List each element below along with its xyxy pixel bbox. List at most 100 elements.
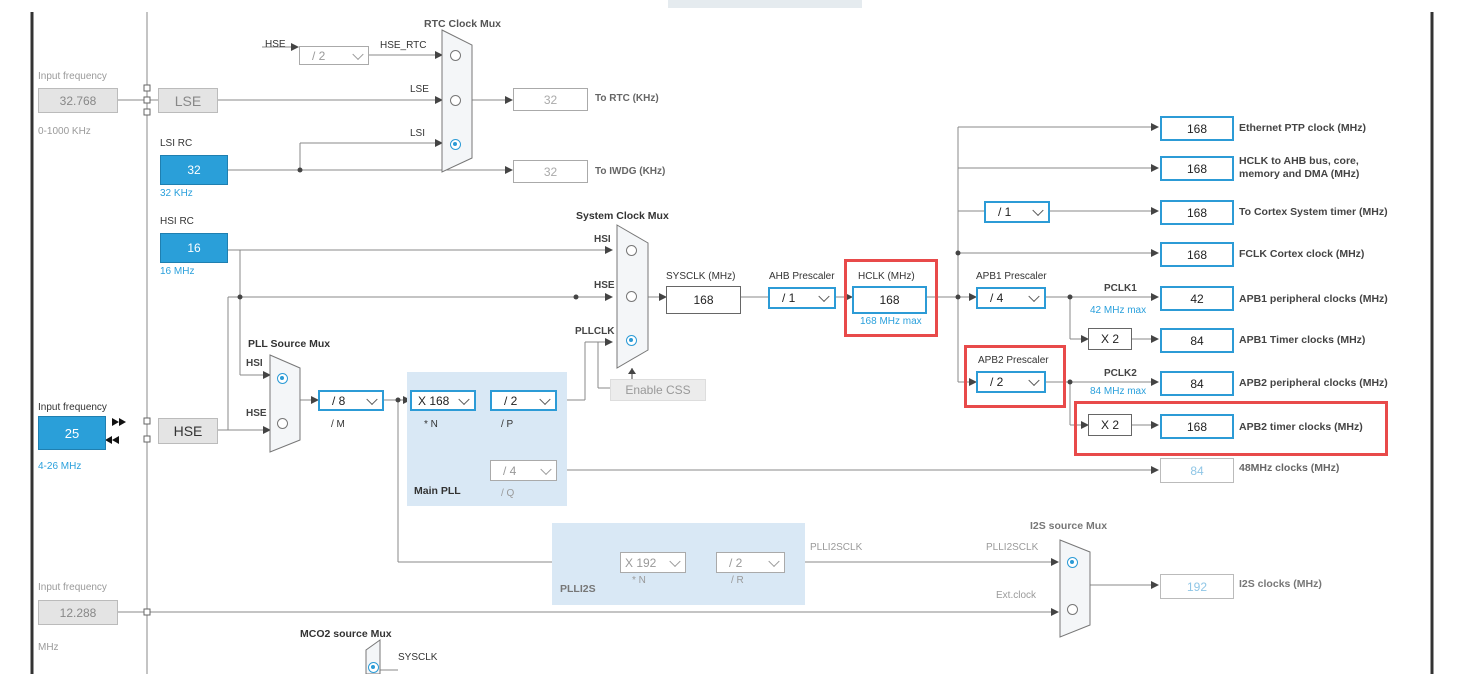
chevron-down-icon <box>818 290 830 303</box>
ahb-prescaler-value: / 1 <box>782 291 796 305</box>
hclk-highlight <box>844 259 938 337</box>
apb2-timer-multiplier: X 2 <box>1088 414 1132 436</box>
apb2-prescaler-select[interactable]: / 2 <box>976 371 1046 393</box>
plli2s-n-select[interactable]: X 192 <box>620 552 686 573</box>
chevron-down-icon <box>1032 204 1044 217</box>
rtc-lsi-label: LSI <box>410 128 426 139</box>
ethernet-ptp-clock-label: Ethernet PTP clock (MHz) <box>1239 122 1366 134</box>
i2s-mux-radio-plli2s[interactable] <box>1067 557 1078 568</box>
hsi-unit: 16 MHz <box>160 266 195 277</box>
pllq-select[interactable]: / 4 <box>490 460 557 481</box>
chevron-down-icon <box>366 393 378 405</box>
apb2-peripheral-label: APB2 peripheral clocks (MHz) <box>1239 377 1388 389</box>
hsi-title: HSI RC <box>160 216 194 227</box>
plli2s-r-label: / R <box>731 575 744 586</box>
pllp-value: / 2 <box>504 393 518 408</box>
clk48-value: 84 <box>1160 458 1234 483</box>
pllq-label: / Q <box>501 488 515 499</box>
rtc-hse-divider[interactable]: / 2 <box>299 46 369 65</box>
apb1-timer-value[interactable]: 84 <box>1160 328 1234 353</box>
system-mux-title: System Clock Mux <box>576 210 669 222</box>
apb2-prescaler-highlight <box>964 345 1066 408</box>
sys-mux-radio-hsi[interactable] <box>626 245 637 256</box>
pclk2-label: PCLK2 <box>1104 368 1137 379</box>
apb1-timer-label: APB1 Timer clocks (MHz) <box>1239 334 1366 346</box>
fclk-cortex-label: FCLK Cortex clock (MHz) <box>1239 248 1365 260</box>
enable-css-button[interactable]: Enable CSS <box>610 379 706 401</box>
chevron-down-icon <box>352 48 364 60</box>
lsi-title: LSI RC <box>160 138 193 149</box>
pclk1-max: 42 MHz max <box>1090 305 1147 316</box>
chevron-down-icon <box>669 555 681 567</box>
i2s-input-frequency[interactable]: 12.288 <box>38 600 118 625</box>
rtc-output-value: 32 <box>513 88 588 111</box>
apb2-timer-value[interactable]: 168 <box>1160 414 1234 439</box>
hse-range: 4-26 MHz <box>38 461 82 472</box>
plli2s-n-label: * N <box>632 575 646 586</box>
hse-block: HSE <box>158 418 218 444</box>
rtc-output-label: To RTC (KHz) <box>595 93 659 104</box>
fclk-cortex-value[interactable]: 168 <box>1160 242 1234 267</box>
sys-mux-pllclk-label: PLLCLK <box>575 326 615 337</box>
pll-mux-radio-hsi[interactable] <box>277 373 288 384</box>
chevron-down-icon <box>768 555 780 567</box>
hclk-ahb-label: HCLK to AHB bus, core, memory and DMA (M… <box>1239 155 1360 179</box>
mco2-mux-title: MCO2 source Mux <box>300 628 392 640</box>
apb2-timer-highlight <box>1074 401 1388 456</box>
pllq-value: / 4 <box>503 463 517 478</box>
cortex-system-timer-value[interactable]: 168 <box>1160 200 1234 225</box>
plln-value: X 168 <box>418 393 450 408</box>
apb2-peripheral-value[interactable]: 84 <box>1160 371 1234 396</box>
iwdg-output-label: To IWDG (KHz) <box>595 166 666 177</box>
sysclk-caption: SYSCLK (MHz) <box>666 271 736 282</box>
hclk-value[interactable]: 168 <box>852 286 927 314</box>
apb1-peripheral-value[interactable]: 42 <box>1160 286 1234 311</box>
hse-input-frequency[interactable]: 25 <box>38 416 106 450</box>
hclk-ahb-value[interactable]: 168 <box>1160 156 1234 181</box>
rtc-mux-radio-hse[interactable] <box>450 50 461 61</box>
sys-mux-hse-label: HSE <box>594 280 615 291</box>
plln-select[interactable]: X 168 <box>410 390 476 411</box>
lsi-value: 32 <box>160 155 228 185</box>
pllp-select[interactable]: / 2 <box>490 390 557 411</box>
rtc-mux-radio-lsi[interactable] <box>450 139 461 150</box>
lse-block: LSE <box>158 88 218 113</box>
i2s-clock-label: I2S clocks (MHz) <box>1239 578 1322 590</box>
pllp-label: / P <box>501 419 514 430</box>
apb2-prescaler-value: / 2 <box>990 375 1004 389</box>
i2s-mux-plli2sclk-label: PLLI2SCLK <box>986 542 1039 553</box>
ethernet-ptp-clock-value[interactable]: 168 <box>1160 116 1234 141</box>
apb1-peripheral-label: APB1 peripheral clocks (MHz) <box>1239 293 1388 305</box>
rtc-mux-title: RTC Clock Mux <box>424 18 502 30</box>
pllm-label: / M <box>331 419 345 430</box>
plli2s-title: PLLI2S <box>560 583 596 595</box>
i2s-mux-radio-ext[interactable] <box>1067 604 1078 615</box>
cortex-timer-divider-select[interactable]: / 1 <box>984 201 1050 223</box>
mco2-radio-sysclk[interactable] <box>368 662 379 673</box>
apb1-prescaler-select[interactable]: / 4 <box>976 287 1046 309</box>
plli2s-r-select[interactable]: / 2 <box>716 552 785 573</box>
i2s-mux-ext-label: Ext.clock <box>996 590 1037 601</box>
clk48-label: 48MHz clocks (MHz) <box>1239 462 1340 474</box>
ahb-prescaler-select[interactable]: / 1 <box>768 287 836 309</box>
chevron-down-icon <box>458 393 470 405</box>
pllm-select[interactable]: / 8 <box>318 390 384 411</box>
rtc-hse-divider-value: / 2 <box>312 48 326 63</box>
pll-mux-radio-hse[interactable] <box>277 418 288 429</box>
plli2s-n-value: X 192 <box>625 555 657 570</box>
chevron-down-icon <box>540 463 552 475</box>
apb2-prescaler-caption: APB2 Prescaler <box>978 355 1049 366</box>
lse-range: 0-1000 KHz <box>38 126 91 137</box>
pll-mux-hse-label: HSE <box>246 408 267 419</box>
sys-mux-radio-hse[interactable] <box>626 291 637 302</box>
sys-mux-radio-pll[interactable] <box>626 335 637 346</box>
i2s-input-unit: MHz <box>38 642 59 653</box>
cortex-system-timer-label: To Cortex System timer (MHz) <box>1239 206 1388 218</box>
i2s-input-caption: Input frequency <box>38 582 107 593</box>
pclk2-max: 84 MHz max <box>1090 386 1147 397</box>
ahb-prescaler-caption: AHB Prescaler <box>769 271 835 282</box>
pll-mux-hsi-label: HSI <box>246 358 263 369</box>
rtc-mux-radio-lse[interactable] <box>450 95 461 106</box>
lse-input-frequency[interactable]: 32.768 <box>38 88 118 113</box>
